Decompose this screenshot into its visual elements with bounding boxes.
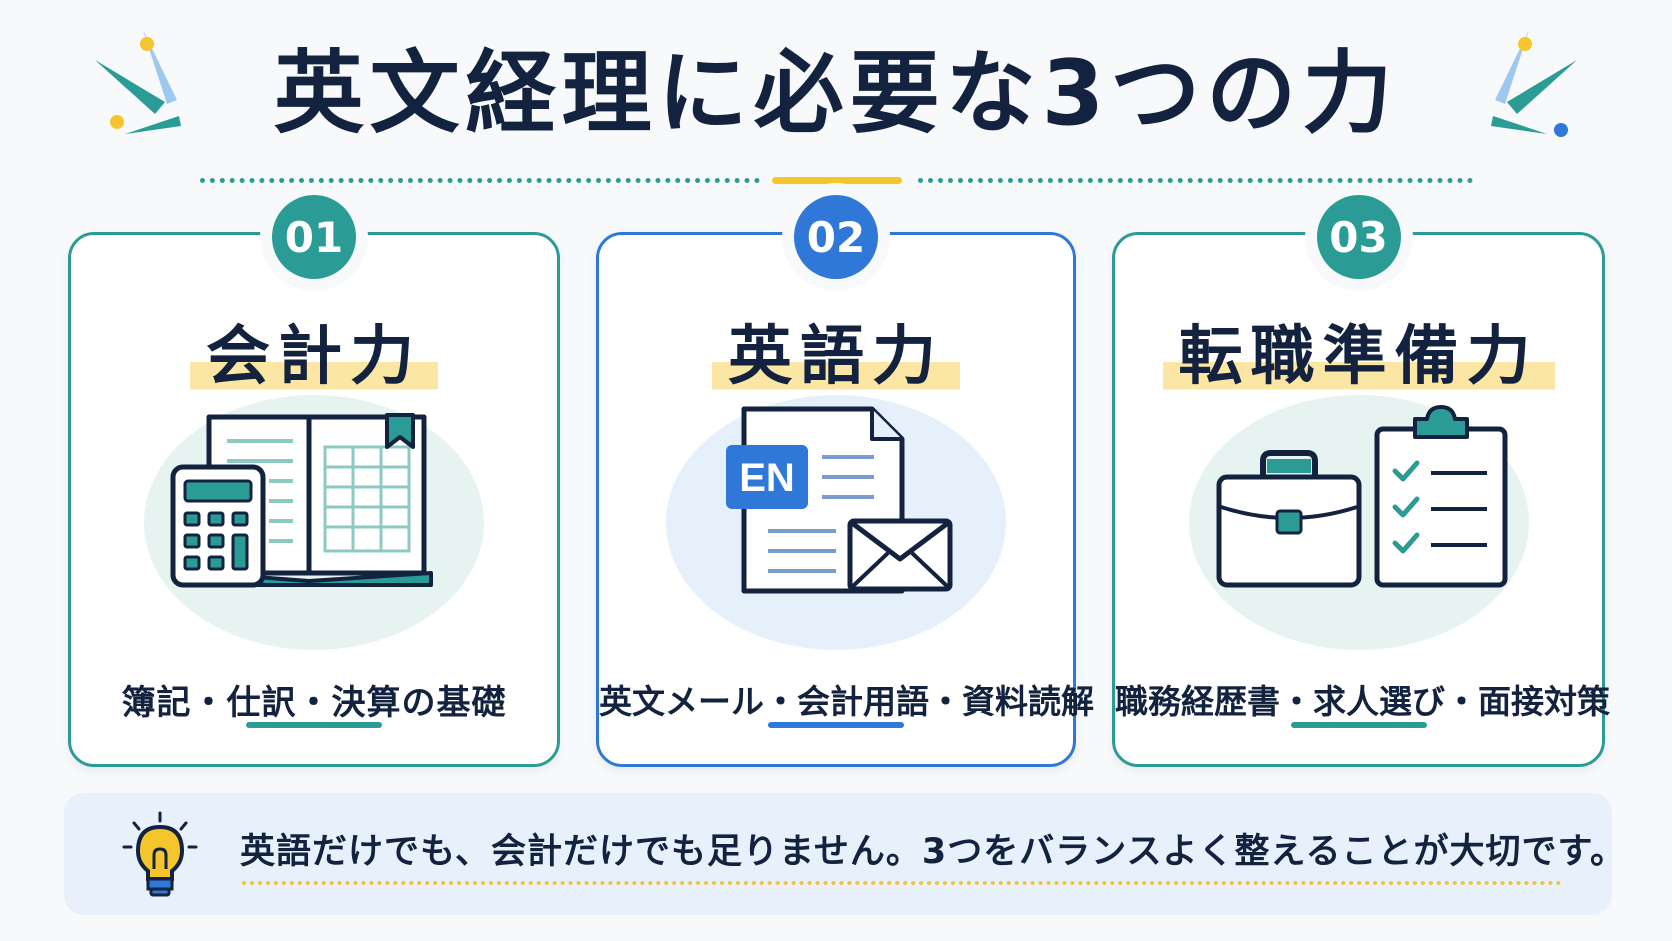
card-number-badge: 03 [1316, 195, 1401, 279]
card-description: 簿記・仕訳・決算の基礎 [121, 683, 507, 723]
skill-card-english: 02 英語力 EN 英文メール・会計用語・資料読解 [596, 195, 1094, 767]
burst-decoration-left [95, 30, 181, 134]
card-accent-bar [768, 722, 904, 728]
tip-dotted-underline [242, 881, 1562, 885]
card-number-badge: 02 [794, 195, 878, 279]
title-divider-left [200, 178, 760, 184]
card-title: 会計力 [71, 305, 557, 397]
card-number-badge: 01 [272, 195, 356, 279]
page-title: 英文経理に必要な3つの力 [273, 41, 1399, 146]
tip-box: 英語だけでも、会計だけでも足りません。3つをバランスよく整えることが大切です。 [64, 793, 1625, 915]
skill-card-job-change: 03 転職準備力 職務経歴書・求人選び・面接対策 [1112, 195, 1610, 767]
skill-card-accounting: 01 会計力 [68, 195, 560, 767]
en-badge: EN [739, 456, 795, 500]
card-title-text: 英語力 [712, 305, 960, 397]
title-divider-accent [772, 177, 902, 184]
card-title-text: 会計力 [190, 305, 438, 397]
tip-text: 英語だけでも、会計だけでも足りません。3つをバランスよく整えることが大切です。 [240, 832, 1627, 872]
briefcase-and-checklist-icon [1216, 405, 1507, 588]
calculator-and-ledger-icon [170, 413, 433, 588]
card-description: 職務経歴書・求人選び・面接対策 [1115, 682, 1610, 721]
burst-decoration-right [1491, 30, 1577, 137]
card-description: 英文メール・会計用語・資料読解 [599, 682, 1094, 721]
card-title: 転職準備力 [1115, 305, 1602, 397]
english-document-and-mail-icon: EN [726, 406, 953, 594]
title-divider-right [918, 178, 1473, 184]
card-accent-bar [1290, 722, 1427, 728]
card-title: 英語力 [599, 305, 1073, 397]
card-title-text: 転職準備力 [1162, 305, 1555, 397]
card-accent-bar [246, 722, 382, 728]
lightbulb-icon [122, 811, 198, 897]
